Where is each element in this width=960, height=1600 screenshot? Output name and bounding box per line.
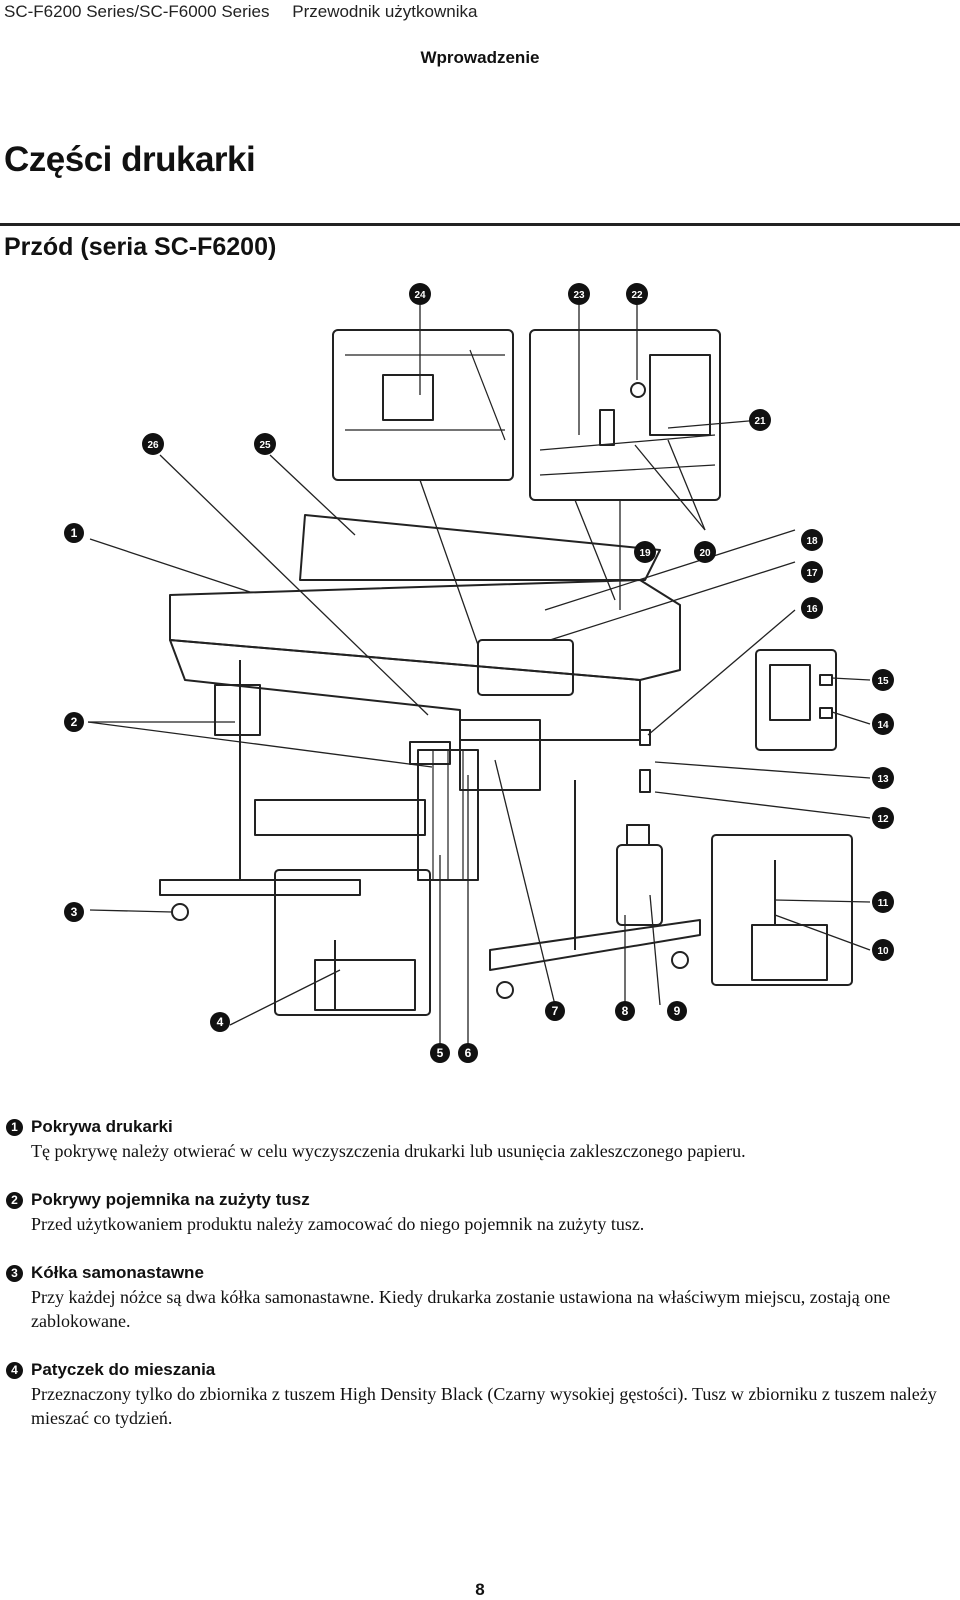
svg-text:20: 20 — [699, 548, 711, 559]
callout-18: 18 — [801, 529, 823, 551]
svg-text:1: 1 — [71, 526, 78, 540]
svg-text:26: 26 — [147, 440, 159, 451]
callout-17: 17 — [801, 561, 823, 583]
item-number: 1 — [6, 1118, 23, 1136]
callout-24: 24 — [409, 283, 431, 305]
callout-25: 25 — [254, 433, 276, 455]
svg-text:4: 4 — [217, 1015, 224, 1029]
item-title: Patyczek do mieszania — [31, 1360, 216, 1379]
callout-20: 20 — [694, 541, 716, 563]
callout-4: 4 — [210, 1012, 230, 1032]
svg-text:13: 13 — [877, 774, 889, 785]
callout-1: 1 — [64, 523, 84, 543]
callout-26: 26 — [142, 433, 164, 455]
printer-diagram: 1 2 3 4 5 6 7 8 9 10 11 12 13 14 15 16 1… — [64, 283, 894, 1063]
callout-22: 22 — [626, 283, 648, 305]
svg-text:21: 21 — [754, 416, 766, 427]
callout-16: 16 — [801, 597, 823, 619]
list-item: 3 Kółka samonastawne Przy każdej nóżce s… — [6, 1263, 956, 1333]
callout-8: 8 — [615, 1001, 635, 1021]
svg-text:14: 14 — [877, 720, 889, 731]
item-title: Pokrywa drukarki — [31, 1117, 173, 1136]
running-header: SC-F6200 Series/SC-F6000 Series Przewodn… — [4, 2, 495, 22]
svg-text:12: 12 — [877, 814, 889, 825]
series-name: SC-F6200 Series/SC-F6000 Series — [4, 2, 270, 21]
callout-5: 5 — [430, 1043, 450, 1063]
item-title: Kółka samonastawne — [31, 1263, 204, 1282]
svg-text:3: 3 — [71, 905, 78, 919]
callout-6: 6 — [458, 1043, 478, 1063]
svg-text:9: 9 — [674, 1004, 681, 1018]
item-number: 4 — [6, 1361, 23, 1379]
callout-19: 19 — [634, 541, 656, 563]
page-number: 8 — [475, 1580, 485, 1599]
callout-21: 21 — [749, 409, 771, 431]
item-description: Przed użytkowaniem produktu należy zamoc… — [31, 1214, 645, 1234]
callout-10: 10 — [872, 939, 894, 961]
callout-11: 11 — [872, 891, 894, 913]
item-description: Przy każdej nóżce są dwa kółka samonasta… — [31, 1287, 891, 1331]
svg-text:19: 19 — [639, 548, 651, 559]
callout-15: 15 — [872, 669, 894, 691]
list-item: 4 Patyczek do mieszania Przeznaczony tyl… — [6, 1360, 956, 1430]
title-rule — [0, 223, 960, 226]
svg-text:7: 7 — [552, 1004, 559, 1018]
item-description: Tę pokrywę należy otwierać w celu wyczys… — [31, 1141, 746, 1161]
item-number: 3 — [6, 1264, 23, 1282]
svg-text:15: 15 — [877, 676, 889, 687]
callout-7: 7 — [545, 1001, 565, 1021]
item-number: 2 — [6, 1191, 23, 1209]
guide-name: Przewodnik użytkownika — [292, 2, 478, 21]
callout-3: 3 — [64, 902, 84, 922]
item-description: Przeznaczony tylko do zbiornika z tuszem… — [31, 1384, 937, 1428]
svg-text:6: 6 — [465, 1046, 472, 1060]
svg-text:18: 18 — [806, 536, 818, 547]
list-item: 2 Pokrywy pojemnika na zużyty tusz Przed… — [6, 1190, 956, 1236]
item-title: Pokrywy pojemnika na zużyty tusz — [31, 1190, 310, 1209]
callout-9: 9 — [667, 1001, 687, 1021]
svg-text:23: 23 — [573, 290, 585, 301]
svg-text:8: 8 — [622, 1004, 629, 1018]
svg-text:17: 17 — [806, 568, 818, 579]
svg-text:2: 2 — [71, 715, 78, 729]
svg-text:25: 25 — [259, 440, 271, 451]
svg-text:10: 10 — [877, 946, 889, 957]
list-item: 1 Pokrywa drukarki Tę pokrywę należy otw… — [6, 1117, 956, 1163]
callout-2: 2 — [64, 712, 84, 732]
callout-13: 13 — [872, 767, 894, 789]
svg-text:11: 11 — [878, 898, 889, 909]
callout-12: 12 — [872, 807, 894, 829]
callout-23: 23 — [568, 283, 590, 305]
svg-text:24: 24 — [414, 290, 426, 301]
svg-text:22: 22 — [631, 290, 643, 301]
svg-text:16: 16 — [806, 604, 818, 615]
svg-text:5: 5 — [437, 1046, 444, 1060]
page-title: Części drukarki — [4, 140, 256, 179]
subsection-title: Przód (seria SC-F6200) — [4, 233, 277, 261]
callout-14: 14 — [872, 713, 894, 735]
section-title: Wprowadzenie — [420, 48, 540, 67]
